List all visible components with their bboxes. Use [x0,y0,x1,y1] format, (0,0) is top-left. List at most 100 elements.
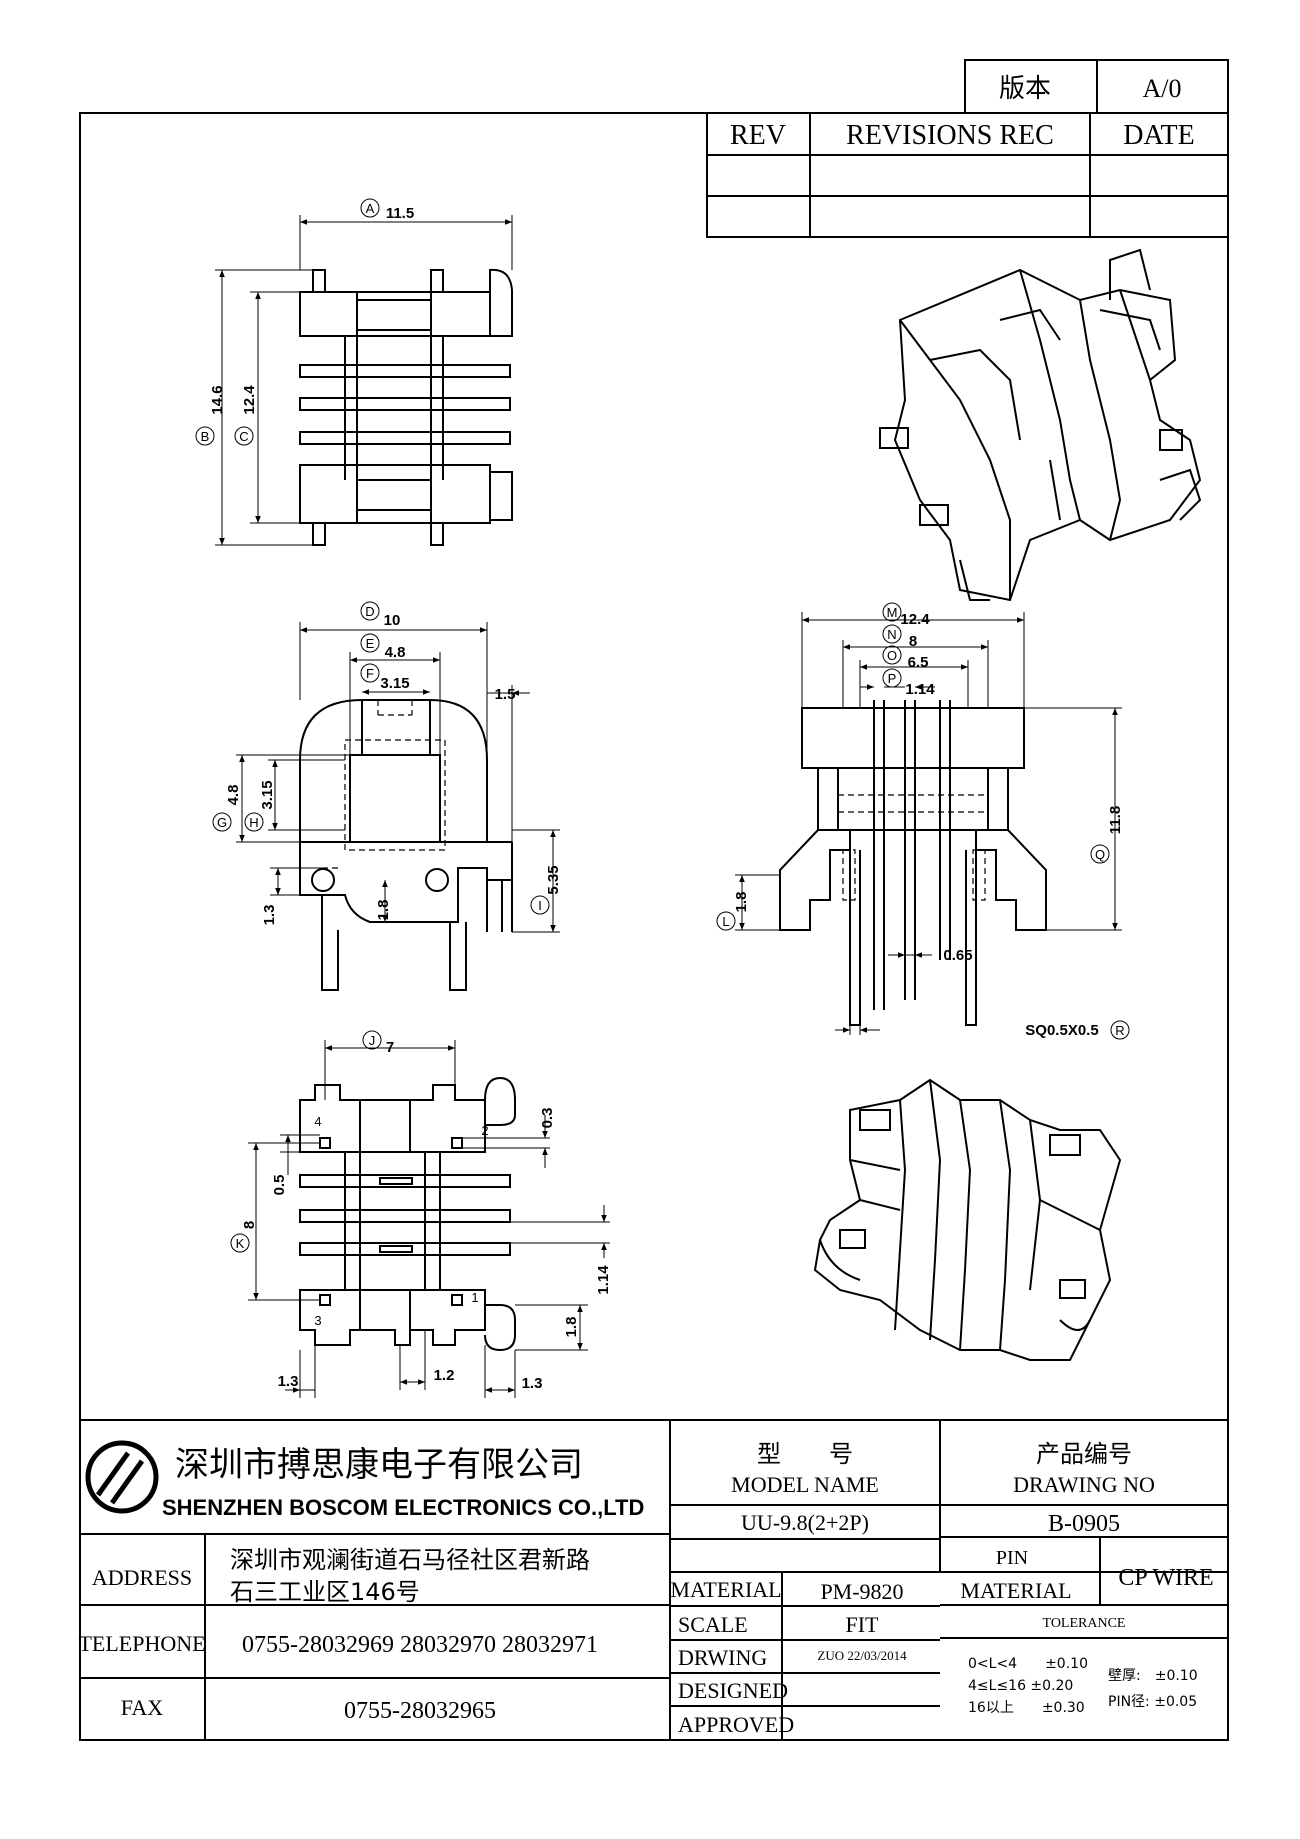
company-name-cn: 深圳市搏思康电子有限公司 [175,1445,583,1485]
dim-mid-bottom-value: 1.8 [375,900,392,921]
wall-tolerance: 壁厚: ±0.10 [1108,1668,1198,1684]
dim-P-letter: P [888,671,897,686]
pin-tolerance: PIN径: ±0.05 [1108,1694,1197,1710]
dim-I-letter: I [538,898,542,913]
dim-G-value: 4.8 [225,785,242,806]
dim-side-value: 1.5 [495,686,516,703]
company-logo-icon [85,1440,159,1514]
dim-P-value: 1.14 [905,681,935,698]
dim-12-value: 1.2 [434,1367,455,1384]
title-block: 深圳市搏思康电子有限公司 SHENZHEN BOSCOM ELECTRONICS… [78,1419,1228,1740]
drwing-value: ZUO 22/03/2014 [817,1648,907,1663]
pin-label-1: 1 [471,1290,478,1305]
isometric-view-top [879,248,1202,602]
pin-material-label-2: MATERIAL [960,1578,1071,1603]
dim-N-letter: N [887,627,896,642]
top-view: A 11.5 B 14.6 C 12.4 [195,198,513,546]
address-line-2: 石三工业区146号 [230,1578,420,1606]
dim-D-value: 10 [384,612,401,629]
dim-M-letter: M [887,605,898,620]
version-value: A/0 [1143,74,1182,103]
dim-13-left-value: 1.3 [278,1373,299,1390]
dim-O-value: 6.5 [908,654,929,671]
dim-L-letter: L [722,914,729,929]
address-label: ADDRESS [92,1565,192,1590]
pin-label-4: 4 [314,1114,321,1129]
dim-slot-value: 0.65 [943,947,972,964]
dim-05-value: 0.5 [271,1175,288,1196]
approved-label: APPROVED [678,1712,794,1737]
designed-label: DESIGNED [678,1678,788,1703]
dim-L-value: 1.8 [733,892,750,913]
dim-N-value: 8 [909,633,917,650]
dim-114-value: 1.14 [595,1265,612,1295]
material-value: PM-9820 [820,1579,903,1604]
dim-13-right-value: 1.3 [522,1375,543,1392]
dim-E-letter: E [366,636,375,651]
date-column-header: DATE [1123,120,1195,151]
pin-label-3: 3 [314,1313,321,1328]
pin-material-label-1: PIN [996,1547,1028,1569]
company-name-en: SHENZHEN BOSCOM ELECTRONICS CO.,LTD [162,1495,644,1520]
tolerance-range-3: 16以上 ±0.30 [968,1700,1085,1716]
drawing-no-en: DRAWING NO [1013,1472,1155,1497]
dim-D-letter: D [365,604,374,619]
dim-J-value: 7 [386,1039,394,1056]
fax-label: FAX [121,1695,163,1720]
dim-B-letter: B [201,429,210,444]
revision-table: REV REVISIONS REC DATE [706,112,1229,238]
dim-18-value: 1.8 [563,1317,580,1338]
dim-H-value: 3.15 [259,780,276,809]
dim-A-value: 11.5 [386,205,414,222]
drawing-no-cn: 产品编号 [1036,1440,1132,1468]
tolerance-label: TOLERANCE [1043,1616,1126,1631]
revisions-column-header: REVISIONS REC [846,120,1054,151]
dim-K-letter: K [236,1236,245,1251]
version-label: 版本 [999,74,1051,104]
dim-B-value: 14.6 [209,385,226,414]
dim-F-value: 3.15 [380,675,409,692]
dim-03-value: 0.3 [539,1108,556,1129]
dim-H-letter: H [249,815,258,830]
drawing-no-value: B-0905 [1048,1511,1120,1537]
material-label: MATERIAL [670,1577,781,1602]
telephone-label: TELEPHONE [78,1631,205,1656]
dim-C-letter: C [239,429,248,444]
dim-G-letter: G [217,815,227,830]
scale-label: SCALE [678,1612,748,1637]
tolerance-range-2: 4≤L≤16 ±0.20 [968,1678,1073,1694]
dim-E-value: 4.8 [385,644,406,661]
dim-A-letter: A [366,201,375,216]
telephone-value: 0755-28032969 28032970 28032971 [242,1632,598,1658]
model-name-cn: 型 号 [757,1440,853,1468]
dim-K-value: 8 [241,1221,258,1229]
dim-left-bottom-value: 1.3 [261,905,278,926]
model-name-value: UU-9.8(2+2P) [741,1510,869,1535]
dim-Q-letter: Q [1095,847,1105,862]
pin-label-2: 2 [481,1123,488,1138]
scale-value: FIT [846,1612,880,1637]
dim-pin-value: SQ0.5X0.5 [1025,1022,1098,1039]
rev-column-header: REV [730,120,786,151]
dim-R-letter: R [1115,1023,1124,1038]
drwing-label: DRWING [678,1645,767,1670]
dim-I-value: 5.35 [545,865,562,894]
front-view: D 10 E 4.8 F 3.15 1.5 G 4.8 H 3.15 I 5.3… [212,601,562,991]
tolerance-range-1: 0<L<4 ±0.10 [968,1656,1088,1672]
version-box: 版本 A/0 [964,59,1229,114]
drawing-frame [79,112,1229,1741]
dim-O-letter: O [887,648,897,663]
address-line-1: 深圳市观澜街道石马径社区君新路 [230,1546,590,1574]
bottom-view: J 7 K 8 0.5 0.3 1.14 1.8 1.3 1.2 1.3 4 2… [230,1030,612,1398]
isometric-view-bottom [813,1078,1122,1361]
dim-M-value: 12.4 [900,611,930,628]
dim-J-letter: J [369,1033,376,1048]
pin-material-value: CP WIRE [1118,1565,1213,1591]
dim-C-value: 12.4 [241,385,258,415]
side-view: M 12.4 N 8 O 6.5 P 1.14 Q 11.8 L 1.8 0.6… [716,602,1130,1040]
fax-value: 0755-28032965 [344,1698,496,1724]
dim-Q-value: 11.8 [1107,806,1124,834]
model-name-en: MODEL NAME [731,1472,879,1497]
dim-F-letter: F [366,666,374,681]
